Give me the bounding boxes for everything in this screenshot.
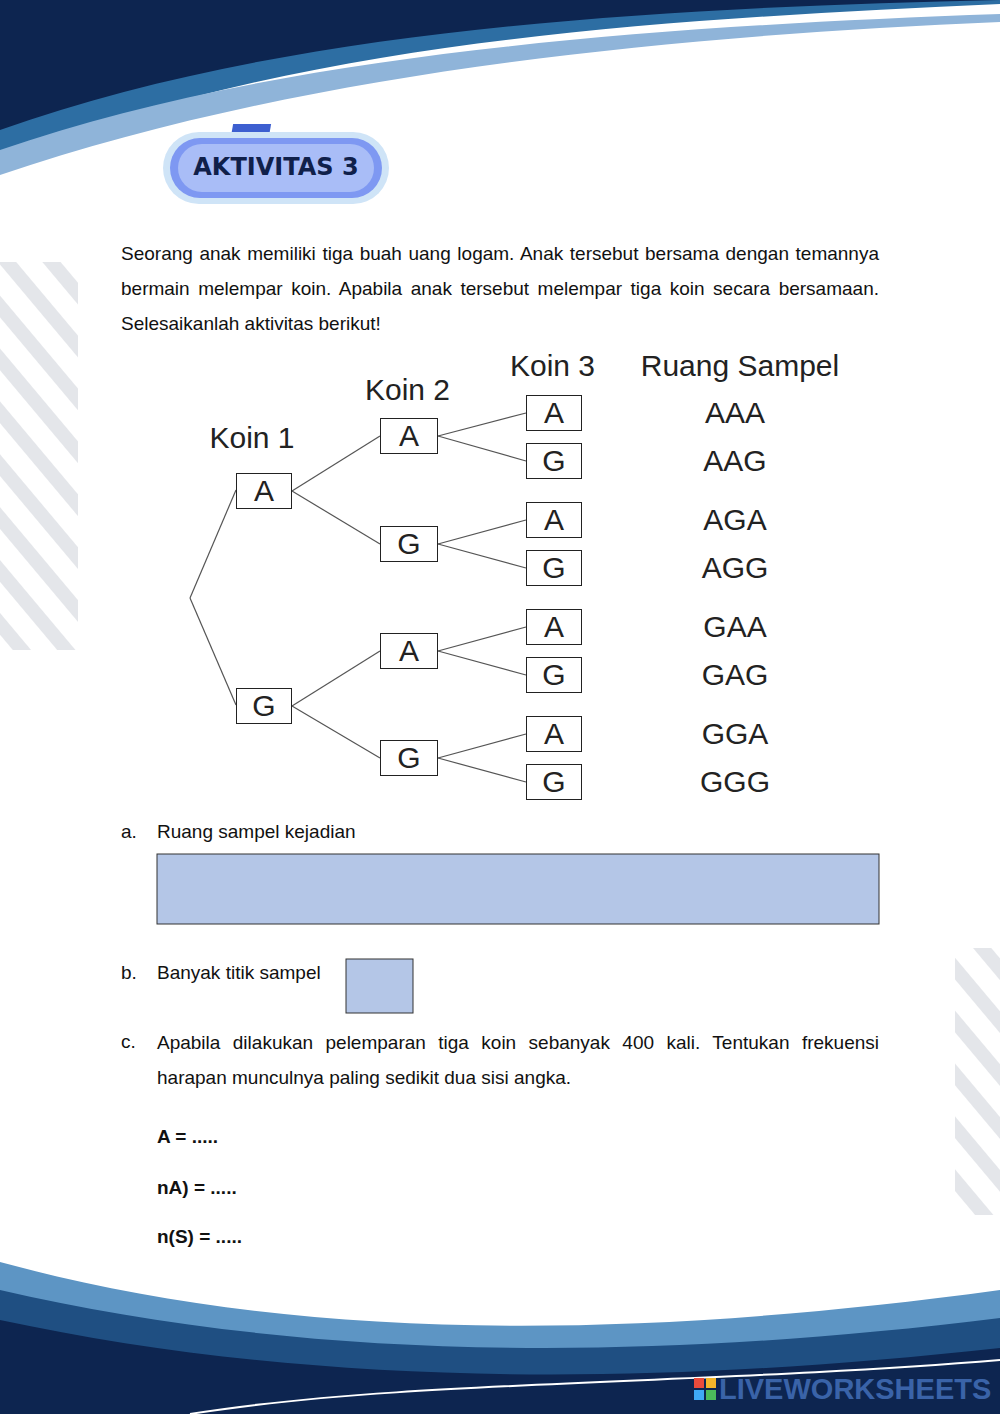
tree-branch: [292, 491, 380, 544]
bottom-wave: [0, 1290, 1000, 1414]
tree-branch: [438, 627, 526, 651]
item-letter: b.: [121, 961, 151, 984]
coin-side: G: [542, 660, 565, 690]
coin-side: G: [397, 743, 420, 773]
side-stripes: [0, 262, 78, 650]
answer-field: nA) = .....: [157, 1176, 457, 1199]
coin-side: A: [399, 636, 419, 666]
coin-side: G: [542, 553, 565, 583]
item-letter: a.: [121, 820, 151, 843]
tree-branch: [292, 706, 380, 758]
outcome-box: G: [236, 688, 292, 724]
bottom-wave: [0, 1262, 1000, 1414]
top-wave: [0, 14, 1000, 175]
outcome-box: A: [380, 418, 438, 454]
coin-side: A: [254, 476, 274, 506]
outcome-box: A: [236, 473, 292, 509]
column-header: Koin 1: [202, 420, 302, 456]
question-text: Apabila dilakukan pelemparan tiga koin s…: [157, 1025, 879, 1095]
coin-side: A: [544, 719, 564, 749]
sample-outcome: GAG: [660, 657, 810, 693]
outcome-box: G: [380, 526, 438, 562]
outcome-box: A: [526, 502, 582, 538]
intro-paragraph: Seorang anak memiliki tiga buah uang log…: [121, 236, 879, 341]
tree-branch: [438, 734, 526, 758]
coin-side: A: [544, 612, 564, 642]
root-branch: [190, 490, 236, 598]
tree-branch: [438, 544, 526, 568]
tree-branch: [292, 651, 380, 706]
sample-outcome: GGA: [660, 716, 810, 752]
activity-title: AKTIVITAS 3: [178, 152, 374, 182]
sample-outcome: AAA: [660, 395, 810, 431]
outcome-box: G: [526, 550, 582, 586]
tree-branch: [438, 436, 526, 461]
answer-field: n(S) = .....: [157, 1225, 457, 1248]
answer-box: [346, 959, 413, 1013]
outcome-box: G: [526, 443, 582, 479]
tree-branch: [438, 413, 526, 436]
column-header: Koin 3: [490, 348, 615, 384]
coin-side: A: [399, 421, 419, 451]
brand-logo: [694, 1378, 716, 1400]
root-branch: [190, 598, 236, 705]
coin-side: A: [544, 505, 564, 535]
side-stripes: [955, 948, 1000, 1215]
bottom-wave-line: [190, 1360, 1000, 1414]
coin-side: G: [542, 767, 565, 797]
outcome-box: G: [380, 740, 438, 776]
coin-side: G: [542, 446, 565, 476]
column-header: Ruang Sampel: [620, 348, 860, 384]
sample-outcome: AGA: [660, 502, 810, 538]
outcome-box: A: [526, 609, 582, 645]
coin-side: A: [544, 398, 564, 428]
watermark: LIVEWORKSHEETS: [719, 1372, 994, 1407]
coin-side: G: [252, 691, 275, 721]
title-badge: [163, 124, 389, 204]
question-text: Ruang sampel kejadian: [157, 820, 557, 843]
tree-branch: [292, 436, 380, 491]
tree-branch: [438, 520, 526, 544]
column-header: Koin 2: [345, 372, 470, 408]
question-text: Banyak titik sampel: [157, 961, 342, 984]
sample-outcome: AGG: [660, 550, 810, 586]
sample-outcome: GGG: [660, 764, 810, 800]
outcome-box: A: [380, 633, 438, 669]
outcome-box: A: [526, 716, 582, 752]
tree-branch: [438, 651, 526, 675]
outcome-box: G: [526, 764, 582, 800]
outcome-box: G: [526, 657, 582, 693]
coin-side: G: [397, 529, 420, 559]
bottom-wave: [0, 1320, 1000, 1414]
sample-outcome: GAA: [660, 609, 810, 645]
sample-outcome: AAG: [660, 443, 810, 479]
outcome-box: A: [526, 395, 582, 431]
tree-branch: [438, 758, 526, 782]
answer-box: [157, 854, 879, 924]
answer-field: A = .....: [157, 1125, 457, 1148]
item-letter: c.: [121, 1030, 151, 1053]
